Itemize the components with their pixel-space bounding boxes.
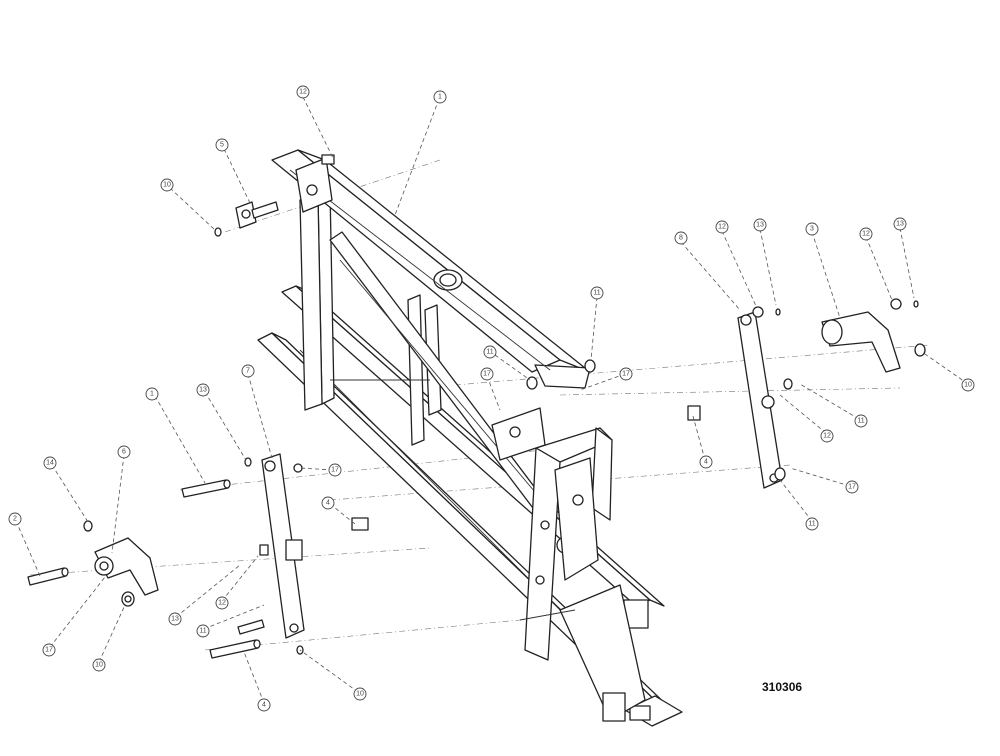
svg-text:12: 12 (862, 231, 870, 238)
svg-text:12: 12 (299, 89, 307, 96)
svg-text:10: 10 (163, 182, 171, 189)
callout-bubble: 12 (215, 596, 229, 610)
callout-bubble: 13 (893, 217, 907, 231)
svg-text:1: 1 (438, 94, 442, 101)
callout-bubble: 4 (699, 455, 713, 469)
svg-text:4: 4 (262, 702, 266, 709)
upper-left-pin-assembly (214, 201, 279, 237)
left-arm-link (261, 453, 305, 639)
callout-bubble: 12 (820, 429, 834, 443)
callout-bubble: 2 (8, 512, 22, 526)
callout-bubble: 12 (715, 220, 729, 234)
svg-text:4: 4 (704, 459, 708, 466)
svg-text:2: 2 (13, 516, 17, 523)
callout-bubble: 8 (674, 231, 688, 245)
callout-bubble: 10 (353, 687, 367, 701)
left-side-pins (181, 479, 369, 659)
callout-bubbles: 12 1 5 10 8 12 13 3 12 13 11 11 17 17 10… (8, 85, 975, 712)
svg-text:17: 17 (483, 371, 491, 378)
callout-bubble: 1 (433, 90, 447, 104)
right-swivel-bracket (821, 311, 901, 373)
callout-bubble: 12 (859, 227, 873, 241)
callout-bubble: 1 (145, 387, 159, 401)
svg-text:6: 6 (122, 449, 126, 456)
right-arm-link (737, 311, 783, 489)
callout-bubble: 17 (845, 480, 859, 494)
callout-bubble: 7 (241, 364, 255, 378)
callout-bubble: 13 (196, 383, 210, 397)
svg-text:7: 7 (246, 368, 250, 375)
centre-hitch-plate (491, 407, 613, 661)
callout-bubble: 17 (328, 463, 342, 477)
callout-bubble: 5 (215, 138, 229, 152)
svg-text:3: 3 (810, 226, 814, 233)
svg-text:4: 4 (326, 500, 330, 507)
callout-bubble: 6 (117, 445, 131, 459)
callout-bubble: 13 (753, 218, 767, 232)
callout-bubble: 17 (42, 643, 56, 657)
svg-text:11: 11 (593, 290, 600, 297)
svg-text:13: 13 (756, 222, 764, 229)
svg-text:11: 11 (857, 418, 864, 425)
svg-text:5: 5 (220, 142, 224, 149)
callout-bubble: 4 (257, 698, 271, 712)
svg-text:11: 11 (808, 521, 815, 528)
frame-cross-tube (559, 584, 646, 722)
callout-bubble: 11 (854, 414, 868, 428)
callout-bubble: 10 (160, 178, 174, 192)
callout-bubble: 11 (483, 345, 497, 359)
svg-text:1: 1 (150, 391, 154, 398)
svg-text:12: 12 (823, 433, 831, 440)
callout-bubble: 11 (805, 517, 819, 531)
svg-text:10: 10 (964, 382, 972, 389)
svg-text:17: 17 (622, 371, 630, 378)
callout-bubble: 10 (92, 658, 106, 672)
svg-text:17: 17 (848, 484, 856, 491)
svg-text:17: 17 (331, 467, 339, 474)
callout-bubble: 17 (480, 367, 494, 381)
svg-text:13: 13 (171, 616, 179, 623)
svg-text:10: 10 (356, 691, 364, 698)
svg-text:13: 13 (896, 221, 904, 228)
svg-text:12: 12 (718, 224, 726, 231)
svg-text:8: 8 (679, 235, 683, 242)
callout-bubble: 12 (296, 85, 310, 99)
callout-bubble: 3 (805, 222, 819, 236)
top-mount-bracket (295, 154, 335, 213)
callout-bubble: 11 (196, 624, 210, 638)
assembly-centre-lines (29, 159, 931, 651)
callout-bubble: 13 (168, 612, 182, 626)
callout-bubble: 17 (619, 367, 633, 381)
svg-text:10: 10 (95, 662, 103, 669)
left-swivel-bracket (94, 537, 159, 596)
right-small-parts (526, 298, 926, 481)
svg-text:11: 11 (486, 349, 493, 356)
left-washers (83, 457, 304, 655)
callout-bubble: 4 (321, 496, 335, 510)
leader-lines (15, 96, 969, 704)
callout-bubble: 14 (43, 456, 57, 470)
svg-text:13: 13 (199, 387, 207, 394)
svg-text:17: 17 (45, 647, 53, 654)
callout-bubble: 11 (590, 286, 604, 300)
svg-text:11: 11 (199, 628, 206, 635)
callout-bubble: 10 (961, 378, 975, 392)
left-pin (27, 567, 69, 586)
drawing-number: 310306 (762, 680, 803, 694)
svg-text:12: 12 (218, 600, 226, 607)
mast-posts (299, 189, 442, 446)
svg-text:14: 14 (46, 460, 54, 467)
